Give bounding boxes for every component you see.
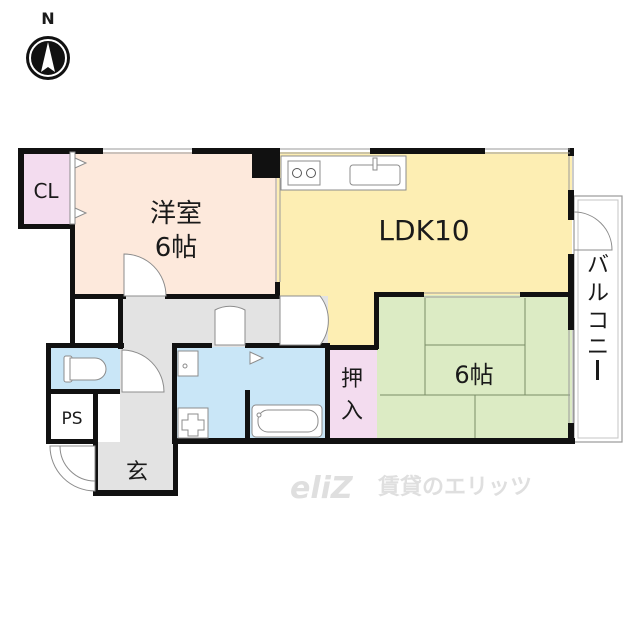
toilet-door	[121, 349, 165, 393]
balcony	[573, 195, 623, 443]
doors[interactable]	[49, 253, 329, 492]
storage-small	[74, 298, 120, 347]
bath-door-icon	[249, 351, 265, 365]
stove-icon	[287, 160, 321, 186]
balcony-label: バ ル コ ニ	[587, 253, 609, 380]
watermark-logo: eliZ	[290, 471, 354, 506]
washing-machine-icon	[177, 407, 209, 439]
watermark: eliZ 賃貸のエリッツ	[290, 471, 532, 506]
svg-text:コ: コ	[587, 309, 609, 334]
closet-cl	[20, 152, 72, 226]
closet-label: CL	[33, 179, 59, 203]
washroom-door	[214, 305, 246, 346]
toilet-icon	[63, 355, 107, 383]
north-label: N	[41, 9, 54, 28]
svg-text:ニ: ニ	[587, 335, 609, 360]
oshiire-label-1: 押	[341, 367, 363, 392]
watermark-text: 賃貸のエリッツ	[377, 474, 532, 500]
wash-basin-icon	[177, 350, 199, 377]
genkan	[98, 442, 175, 492]
ldk-label: LDK10	[378, 214, 469, 247]
genkan-label: 玄	[126, 460, 148, 485]
ldk-door	[279, 295, 329, 346]
north-arrow-icon: N	[26, 9, 70, 80]
tatami-lines	[380, 298, 570, 442]
svg-text:ル: ル	[587, 281, 609, 306]
western-room-label: 洋室	[150, 199, 202, 229]
entrance-door	[49, 445, 96, 492]
closet-doors[interactable]	[69, 151, 88, 225]
japanese-room-label: 6帖	[454, 361, 493, 389]
ps-label: PS	[61, 409, 82, 429]
western-room-door	[123, 253, 167, 297]
oshiire	[328, 347, 377, 442]
ps	[50, 392, 95, 442]
kitchen-counter	[280, 155, 407, 191]
windows	[103, 148, 574, 423]
western-room	[72, 152, 277, 296]
hallway	[120, 296, 277, 347]
svg-text:バ: バ	[587, 253, 609, 278]
oshiire-label-2: 入	[341, 399, 363, 424]
bathtub-icon	[251, 404, 323, 438]
western-room-size: 6帖	[155, 233, 198, 263]
